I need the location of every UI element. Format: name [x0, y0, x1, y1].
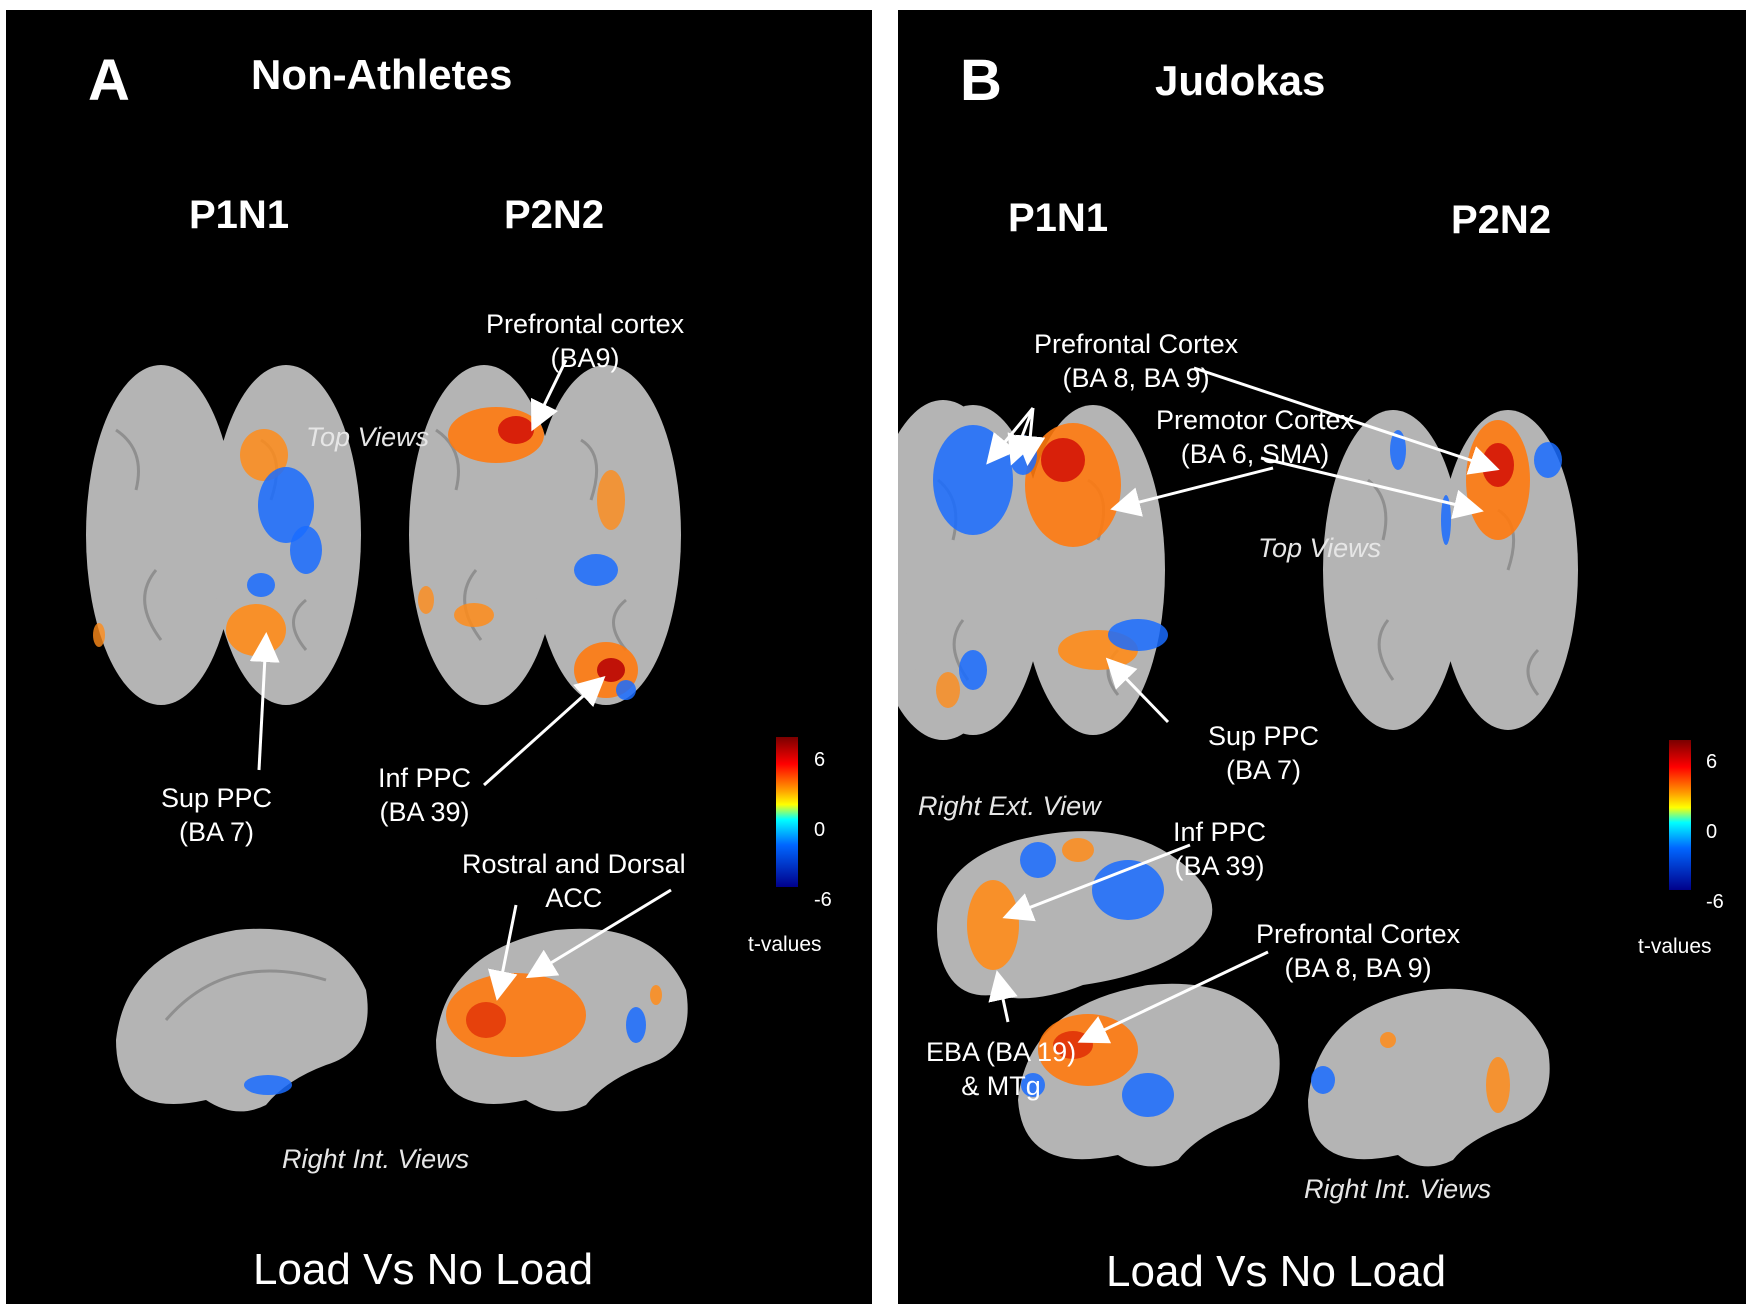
label-inf-ppc-a: Inf PPC (BA 39) — [378, 763, 472, 827]
label-prefrontal-top-b: Prefrontal Cortex (BA 8, BA 9) — [1034, 329, 1239, 393]
top-views-label-a: Top Views — [306, 422, 430, 452]
panel-a-graphics — [86, 359, 688, 1112]
colorbar-a-max: 6 — [814, 749, 826, 771]
colorbar-a-min: -6 — [814, 889, 832, 911]
panel-non-athletes: A Non-Athletes P1N1 P2N2 Top Views Prefr… — [6, 10, 872, 1304]
arrows-panel-b — [986, 366, 1500, 1044]
colorbar-b-max: 6 — [1706, 751, 1718, 773]
label-inf-ppc-b: Inf PPC (BA 39) — [1173, 817, 1267, 881]
label-prefrontal-a: Prefrontal cortex (BA9) — [486, 309, 685, 373]
brain-top-view-p1n1 — [86, 365, 361, 705]
colorbar-b-unit: t-values — [1638, 935, 1712, 958]
label-premotor-b: Premotor Cortex (BA 6, SMA) — [1156, 405, 1355, 469]
label-eba-b: EBA (BA 19) & MTg — [926, 1037, 1077, 1101]
label-prefrontal-int-b: Prefrontal Cortex (BA 8, BA 9) — [1256, 919, 1461, 983]
colorbar-a — [776, 737, 798, 887]
panel-b-graphics — [898, 366, 1578, 1167]
brain-int-view-b-p2n2 — [1308, 988, 1550, 1167]
panel-b-title: Judokas — [1155, 57, 1326, 104]
panel-letter-b: B — [960, 48, 1002, 113]
int-views-label-b: Right Int. Views — [1304, 1174, 1492, 1204]
top-views-label-b: Top Views — [1258, 533, 1382, 563]
int-views-label-a: Right Int. Views — [282, 1144, 470, 1174]
arrows-panel-a — [249, 359, 672, 1001]
brain-top-view-p2n2 — [409, 365, 681, 705]
panel-letter-a: A — [88, 48, 130, 113]
panel-a-title: Non-Athletes — [251, 51, 513, 98]
label-acc-a: Rostral and Dorsal ACC — [462, 849, 686, 913]
colorbar-b-mid: 0 — [1706, 821, 1718, 843]
panel-judokas: B Judokas P1N1 P2N2 Prefrontal Cortex (B… — [898, 10, 1746, 1304]
colorbar-b-min: -6 — [1706, 891, 1724, 913]
brain-ext-view-b — [937, 831, 1213, 999]
condition-p1n1-b: P1N1 — [1008, 196, 1109, 240]
label-sup-ppc-b: Sup PPC (BA 7) — [1208, 721, 1320, 785]
colorbar-a-unit: t-values — [748, 933, 822, 956]
condition-p1n1-a: P1N1 — [189, 193, 290, 237]
colorbar-b — [1669, 740, 1691, 890]
ext-view-label-b: Right Ext. View — [918, 791, 1101, 821]
footer-a: Load Vs No Load — [253, 1245, 594, 1294]
footer-b: Load Vs No Load — [1106, 1247, 1447, 1296]
condition-p2n2-a: P2N2 — [504, 193, 605, 237]
brain-int-view-a-p1n1 — [116, 928, 368, 1112]
label-sup-ppc-a: Sup PPC (BA 7) — [161, 783, 273, 847]
colorbar-a-mid: 0 — [814, 819, 826, 841]
condition-p2n2-b: P2N2 — [1451, 198, 1552, 242]
activation-blobs-a-p2n2 — [418, 407, 638, 700]
